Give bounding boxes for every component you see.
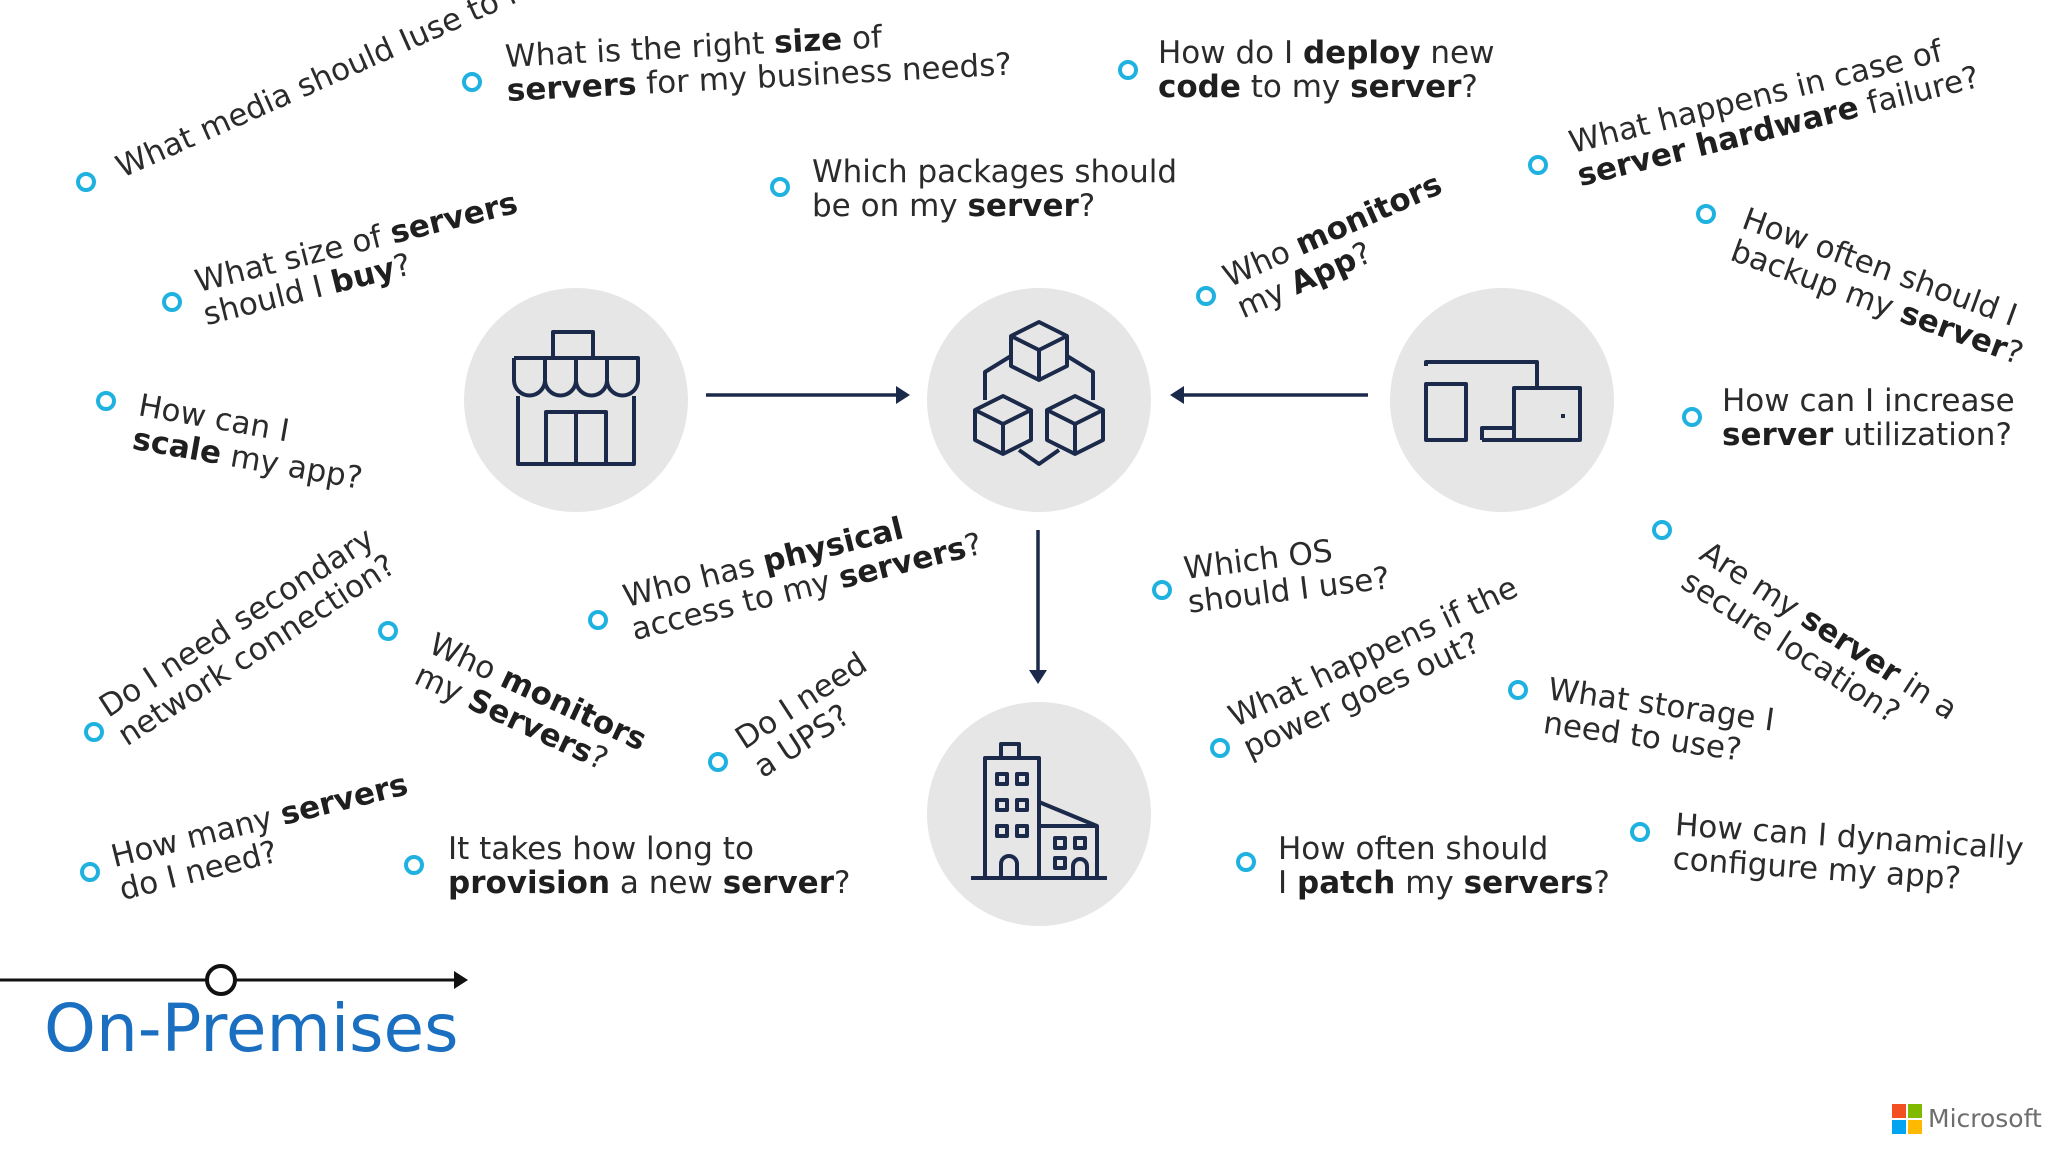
bullet-dot-icon — [1508, 680, 1528, 700]
bullet-dot-icon — [162, 292, 182, 312]
question-text: I — [1278, 865, 1297, 901]
question-text: ? — [834, 865, 851, 901]
question-text: a new — [610, 865, 723, 901]
question-text: my — [1395, 865, 1464, 901]
bullet-dot-icon — [96, 391, 116, 411]
bullet-dot-icon — [1652, 520, 1672, 540]
hub-store — [464, 288, 688, 512]
storefront-icon — [512, 330, 640, 466]
question-text: be on my — [812, 188, 968, 224]
hub-devices — [1390, 288, 1614, 512]
question-text: How can I increase — [1722, 383, 2015, 419]
bullet-dot-icon — [1528, 155, 1548, 175]
bullet-dot-icon — [378, 621, 398, 641]
bullet-dot-icon — [462, 72, 482, 92]
question-keyword: code — [1158, 69, 1241, 105]
arrow-store-to-packages — [706, 386, 910, 404]
office-building-icon — [971, 742, 1107, 880]
question-keyword: server — [967, 188, 1079, 224]
bullet-dot-icon — [80, 862, 100, 882]
bullet-dot-icon — [1236, 852, 1256, 872]
hub-packages — [927, 288, 1151, 512]
question-text: utilization? — [1833, 417, 2012, 453]
question-text: How often should — [1278, 831, 1549, 867]
question-text: It takes how long to — [448, 831, 754, 867]
question-keyword: server — [1722, 417, 1834, 453]
bullet-dot-icon — [1118, 60, 1138, 80]
microsoft-logo-icon — [1892, 1104, 1922, 1134]
question-keyword: servers — [1463, 865, 1594, 901]
question-keyword: servers — [505, 66, 638, 109]
question-keyword: provision — [448, 865, 611, 901]
bullet-dot-icon — [770, 177, 790, 197]
question-text: ? — [1461, 69, 1478, 105]
question-text: new — [1420, 35, 1495, 71]
arrow-packages-to-office — [1029, 530, 1047, 684]
brand-label: Microsoft — [1928, 1104, 2042, 1133]
hub-office — [927, 702, 1151, 926]
bullet-dot-icon — [404, 855, 424, 875]
bullet-dot-icon — [1196, 286, 1216, 306]
question-text: ? — [1593, 865, 1610, 901]
question-keyword: patch — [1297, 865, 1396, 901]
question-text: ? — [1078, 188, 1096, 224]
bullet-dot-icon — [1682, 407, 1702, 427]
bullet-dot-icon — [708, 752, 728, 772]
cubes-icon — [973, 320, 1105, 466]
bullet-dot-icon — [1696, 204, 1716, 224]
question-text: Which packages should — [812, 154, 1178, 190]
question-keyword: server — [722, 865, 834, 901]
question-text: to my — [1240, 69, 1351, 105]
question-text: of — [841, 19, 883, 58]
bullet-dot-icon — [1152, 580, 1172, 600]
question-text: How do I — [1158, 35, 1303, 71]
devices-icon — [1424, 360, 1582, 442]
bullet-dot-icon — [1630, 822, 1650, 842]
question-deploy-code: How do I deploy new code to my server? — [1158, 36, 1494, 104]
timeline-arrow-icon — [0, 964, 468, 996]
bullet-dot-icon — [588, 610, 608, 630]
question-keyword: deploy — [1302, 35, 1421, 71]
arrow-devices-to-packages — [1170, 386, 1368, 404]
bullet-dot-icon — [1210, 738, 1230, 758]
bullet-dot-icon — [76, 172, 96, 192]
bullet-dot-icon — [84, 722, 104, 742]
question-keyword: server — [1350, 69, 1462, 105]
page-title: On-Premises — [44, 990, 459, 1067]
